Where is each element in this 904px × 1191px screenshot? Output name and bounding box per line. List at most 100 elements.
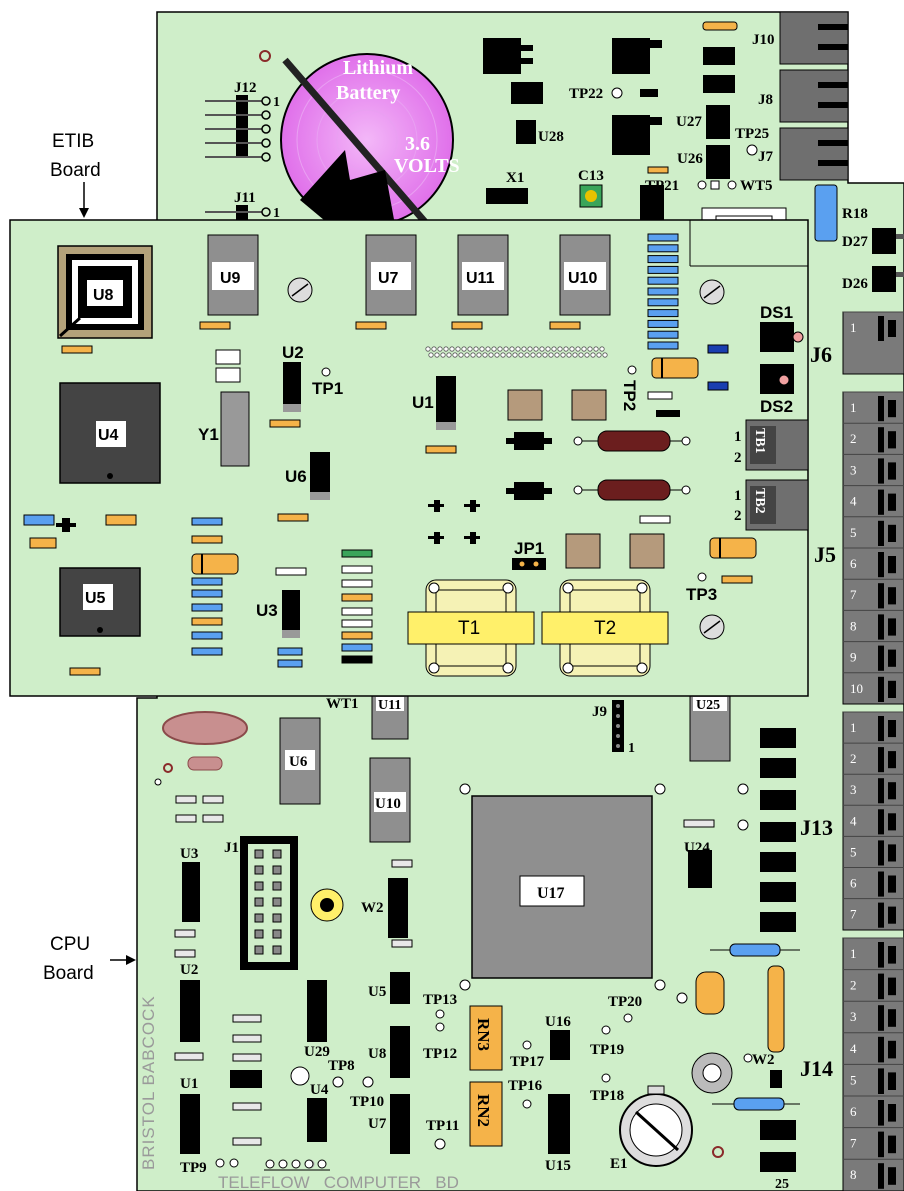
etib-callout-line2: Board: [50, 160, 101, 181]
terminal-number-j13: 6: [850, 876, 857, 891]
label-tb2-pin1: 1: [734, 488, 742, 504]
label-u5: U5: [85, 590, 106, 607]
footer-label: TELEFLOW COMPUTER BD: [218, 1173, 459, 1191]
label-u2: U2: [282, 343, 304, 362]
label-tp22: TP22: [569, 86, 603, 102]
terminal-number-j6: 1: [850, 320, 857, 335]
label-ds1: DS1: [760, 303, 793, 322]
label-t1: T1: [458, 618, 480, 639]
label-ds2: DS2: [760, 397, 793, 416]
label-u15: U15: [545, 1158, 571, 1174]
j1-connector: [240, 836, 298, 970]
label-wt5: WT5: [740, 178, 773, 194]
regulators-top: [483, 38, 735, 225]
label-j14: J14: [800, 1056, 833, 1081]
label-u8: U8: [93, 287, 114, 304]
label-pin25: 25: [775, 1177, 789, 1191]
label-r18: R18: [842, 206, 868, 222]
j12-header: [205, 95, 271, 162]
label-u9: U9: [220, 270, 241, 287]
label-u7: U7: [378, 270, 399, 287]
label-u25: U25: [696, 698, 720, 713]
label-tp25: TP25: [735, 126, 769, 142]
terminal-number-j5: 5: [850, 525, 857, 540]
label-d27: D27: [842, 234, 868, 250]
terminal-number-j14: 2: [850, 978, 857, 993]
label-rn2: RN2: [474, 1094, 493, 1127]
transformer-t1: [407, 579, 535, 677]
label-e1: E1: [610, 1156, 628, 1172]
label-j1: J1: [224, 840, 239, 856]
label-u1-cpu: U1: [180, 1076, 198, 1092]
cpu-callout-line1: CPU: [50, 934, 90, 955]
label-u28: U28: [538, 129, 564, 145]
label-y1: Y1: [198, 425, 219, 444]
terminal-number-j5: 9: [850, 650, 857, 665]
label-u10-cpu: U10: [375, 796, 401, 812]
label-tp19: TP19: [590, 1042, 624, 1058]
label-j12-pin1: 1: [273, 95, 280, 110]
label-tb1-pin2: 2: [734, 450, 742, 466]
label-j10: J10: [752, 32, 775, 48]
label-j12: J12: [234, 80, 257, 96]
label-u3: U3: [256, 601, 278, 620]
label-tb2-pin2: 2: [734, 508, 742, 524]
label-tp2: TP2: [620, 380, 639, 411]
etib-dip-chips: [207, 234, 611, 316]
terminal-strips: [842, 311, 904, 1191]
label-x1: X1: [506, 170, 524, 186]
label-wt1: WT1: [326, 696, 359, 712]
label-u17: U17: [537, 885, 565, 902]
label-tp1: TP1: [312, 379, 343, 398]
terminal-number-j13: 3: [850, 782, 857, 797]
terminal-number-j5: 1: [850, 400, 857, 415]
terminal-number-j5: 4: [850, 494, 857, 509]
label-u2-cpu: U2: [180, 962, 198, 978]
label-w2: W2: [361, 900, 384, 916]
label-tp10: TP10: [350, 1094, 384, 1110]
label-j11: J11: [234, 190, 256, 206]
label-j6: J6: [810, 342, 832, 367]
connectors-j10-j8-j7: [779, 11, 849, 181]
label-w2-lower: W2: [752, 1052, 775, 1068]
label-j7: J7: [758, 149, 774, 165]
transformer-t2: [541, 579, 669, 677]
label-u7-cpu: U7: [368, 1116, 387, 1132]
label-u24: U24: [684, 840, 710, 856]
label-tp17: TP17: [510, 1054, 545, 1070]
label-j11-pin1: 1: [273, 206, 280, 221]
label-tp20: TP20: [608, 994, 642, 1010]
label-u8-cpu: U8: [368, 1046, 386, 1062]
label-u6: U6: [285, 467, 307, 486]
label-tp3: TP3: [686, 585, 717, 604]
terminal-number-j14: 6: [850, 1104, 857, 1119]
label-j9: J9: [592, 704, 607, 720]
label-t2: T2: [594, 618, 616, 639]
label-tp21: TP21: [645, 178, 679, 194]
terminal-number-j5: 2: [850, 431, 857, 446]
cpu-small-resistors: [174, 795, 715, 1146]
label-u6-cpu: U6: [289, 754, 308, 770]
label-tb1: TB1: [752, 428, 767, 454]
label-u1: U1: [412, 393, 434, 412]
terminal-number-j13: 2: [850, 751, 857, 766]
label-tp9: TP9: [180, 1160, 207, 1176]
terminal-number-j14: 8: [850, 1167, 857, 1182]
terminal-number-j5: 10: [850, 681, 863, 696]
terminal-number-j13: 5: [850, 844, 857, 859]
terminal-number-j13: 7: [850, 907, 857, 922]
vendor-label: BRISTOL BABCOCK: [139, 995, 158, 1170]
label-c13: C13: [578, 168, 604, 184]
terminal-number-j14: 1: [850, 946, 857, 961]
terminal-number-j5: 8: [850, 618, 857, 633]
battery-line1: Lithium: [343, 57, 413, 79]
etib-callout-line1: ETIB: [52, 131, 94, 152]
label-d26: D26: [842, 276, 868, 292]
terminal-number-j5: 7: [850, 587, 857, 602]
label-u29: U29: [304, 1044, 330, 1060]
battery-line2: Battery: [336, 82, 400, 104]
label-tb2: TB2: [752, 488, 767, 514]
terminal-number-j13: 4: [850, 813, 857, 828]
